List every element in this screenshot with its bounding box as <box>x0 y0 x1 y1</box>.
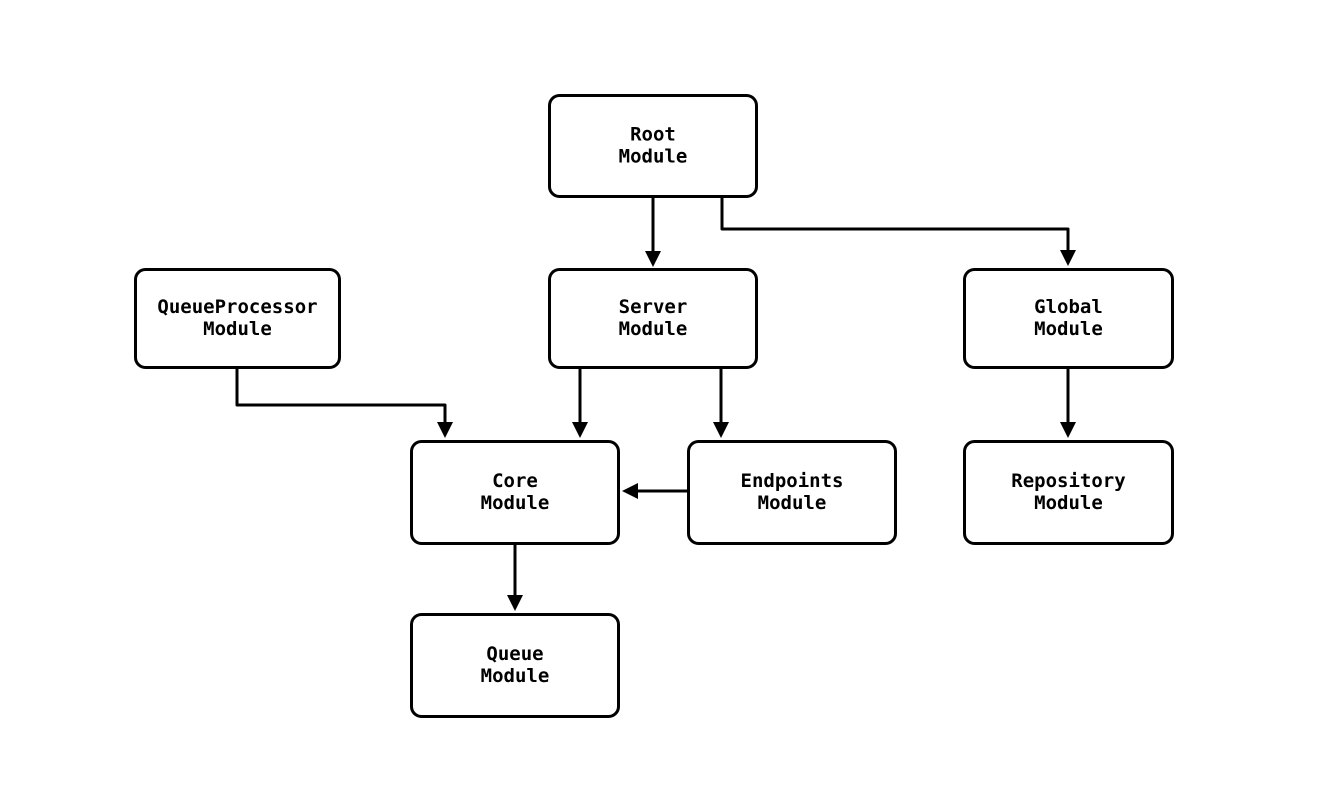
queue-module-node-label-line2: Module <box>481 665 550 687</box>
server-module-node-box[interactable] <box>548 268 758 369</box>
edge-endpoints-to-core <box>622 483 687 499</box>
queueprocessor-module-node-label-line2: Module <box>203 318 272 340</box>
queueprocessor-module-node-label-line1: QueueProcessor <box>157 296 317 318</box>
edge-core-to-queue-arrowhead-icon <box>507 595 523 611</box>
queue-module-node-label-line1: Queue <box>486 643 543 665</box>
root-module-node-label-line1: Root <box>630 124 676 146</box>
global-module-node-label-line1: Global <box>1034 296 1103 318</box>
edge-queueprocessor-to-core-line <box>235 369 447 423</box>
edge-server-to-core <box>572 369 588 438</box>
root-module-node-label-line2: Module <box>619 146 688 168</box>
endpoints-module-node-label-line2: Module <box>758 492 827 514</box>
root-module-node-box[interactable] <box>548 94 758 198</box>
edge-root-to-global-arrowhead-icon <box>1060 250 1076 266</box>
edge-core-to-queue <box>507 545 523 611</box>
edge-queueprocessor-to-core <box>235 369 453 438</box>
edge-root-to-global-line <box>720 198 1070 251</box>
endpoints-module-node-box[interactable] <box>687 440 897 545</box>
edge-server-to-endpoints-arrowhead-icon <box>713 422 729 438</box>
edge-endpoints-to-core-arrowhead-icon <box>622 483 638 499</box>
queueprocessor-module-node-box[interactable] <box>134 268 341 369</box>
core-module-node-label-line1: Core <box>492 470 538 492</box>
edge-root-to-server-arrowhead-icon <box>645 251 661 267</box>
core-module-node-box[interactable] <box>410 440 620 545</box>
core-module-node-label-line2: Module <box>481 492 550 514</box>
edge-global-to-repository <box>1060 369 1076 438</box>
nodes-layer: RootModuleQueueProcessorModuleServerModu… <box>134 94 1174 718</box>
edges-layer <box>235 198 1076 611</box>
server-module-node-label-line2: Module <box>619 318 688 340</box>
endpoints-module-node-label-line1: Endpoints <box>741 470 844 492</box>
edge-global-to-repository-arrowhead-icon <box>1060 422 1076 438</box>
queue-module-node-box[interactable] <box>410 613 620 718</box>
repository-module-node-box[interactable] <box>963 440 1174 545</box>
edge-root-to-server <box>645 198 661 267</box>
edge-server-to-core-arrowhead-icon <box>572 422 588 438</box>
server-module-node-label-line1: Server <box>619 296 688 318</box>
edge-queueprocessor-to-core-arrowhead-icon <box>437 422 453 438</box>
repository-module-node-label-line1: Repository <box>1011 470 1125 492</box>
global-module-node-label-line2: Module <box>1034 318 1103 340</box>
global-module-node-box[interactable] <box>963 268 1174 369</box>
edge-server-to-endpoints <box>713 369 729 438</box>
edge-root-to-global <box>720 198 1076 266</box>
repository-module-node-label-line2: Module <box>1034 492 1103 514</box>
